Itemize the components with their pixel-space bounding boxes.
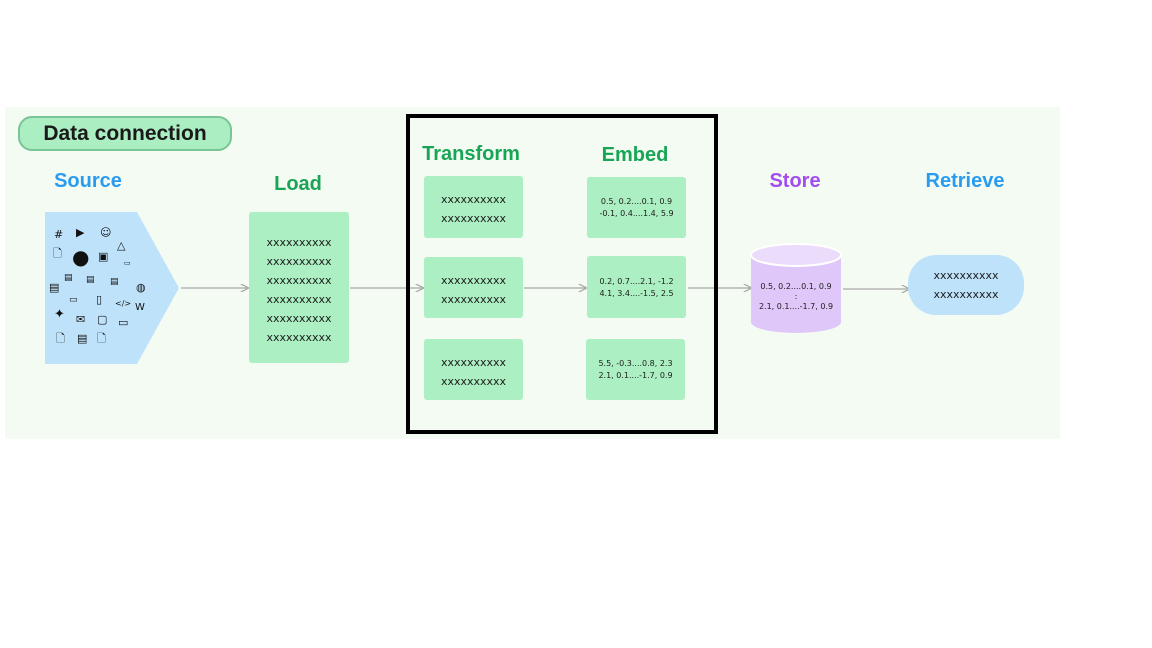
github-icon: ● (72, 245, 90, 269)
retrieve-shape (908, 255, 1024, 315)
email-icon: ✉ (76, 313, 86, 326)
badge-label: Data connection (43, 121, 207, 145)
store-line: 0.5, 0.2....0.1, 0.9 (760, 282, 832, 291)
embed-vector: 0.5, 0.2....0.1, 0.9 -0.1, 0.4....1.4, 5… (587, 177, 686, 238)
transform-chunk: xxxxxxxxxx xxxxxxxxxx (424, 339, 523, 400)
store-line: 2.1, 0.1....-1.7, 0.9 (758, 302, 834, 311)
file-icon-3: ▤ (77, 332, 88, 345)
chunk-line: xxxxxxxxxx (440, 212, 507, 225)
json-icon: ▯ (96, 293, 103, 306)
twitter-icon: ✦ (54, 307, 65, 322)
load-line: xxxxxxxxxx (266, 236, 332, 249)
load-line: xxxxxxxxxx (266, 255, 332, 268)
retrieve-line: xxxxxxxxxx (933, 269, 999, 282)
embed-vector: 0.2, 0.7....2.1, -1.2 4.1, 3.4....-1.5, … (587, 256, 686, 318)
csv-icon: ▭ (124, 259, 131, 267)
embed-title: Embed (601, 144, 669, 166)
file-icon: 🗋 (53, 247, 62, 260)
doc-icon: ▤ (86, 275, 95, 285)
youtube-icon: ▶ (76, 226, 85, 239)
retrieve-content: xxxxxxxxxx xxxxxxxxxx (908, 269, 1024, 301)
vector-line: -0.1, 0.4....1.4, 5.9 (599, 209, 674, 218)
source-title: Source (54, 170, 122, 192)
data-connection-badge: Data connection (18, 116, 232, 151)
vector-line: 0.2, 0.7....2.1, -1.2 (599, 277, 674, 286)
markdown-icon: ▭ (69, 295, 78, 305)
transform-title: Transform (422, 143, 520, 165)
web-icon: ◍ (136, 281, 146, 294)
chunk-line: xxxxxxxxxx (440, 274, 507, 287)
load-line: xxxxxxxxxx (266, 312, 332, 325)
embed-vector: 5.5, -0.3....0.8, 2.3 2.1, 0.1....-1.7, … (586, 339, 685, 400)
transform-chunk: xxxxxxxxxx xxxxxxxxxx (424, 176, 523, 238)
chunk-line: xxxxxxxxxx (440, 375, 507, 388)
load-line: xxxxxxxxxx (266, 274, 332, 287)
drive-icon: △ (117, 239, 126, 252)
load-title: Load (274, 173, 322, 195)
image-icon: ▣ (98, 250, 109, 263)
transform-embed-frame (406, 114, 718, 434)
vector-line: 4.1, 3.4....-1.5, 2.5 (599, 289, 674, 298)
source-shape (45, 212, 179, 364)
chunk-line: xxxxxxxxxx (440, 293, 507, 306)
retrieve-title: Retrieve (925, 170, 1005, 192)
file-icon-4: 🗋 (97, 332, 106, 345)
transform-chunk: xxxxxxxxxx xxxxxxxxxx (424, 257, 523, 318)
vector-line: 2.1, 0.1....-1.7, 0.9 (598, 371, 673, 380)
folder-icon: ▭ (118, 316, 129, 329)
vector-line: 0.5, 0.2....0.1, 0.9 (600, 197, 673, 206)
store-cylinder (751, 255, 841, 333)
txt-icon: ▤ (49, 281, 60, 294)
store-content: 0.5, 0.2....0.1, 0.9 : 2.1, 0.1....-1.7,… (751, 282, 841, 311)
html-icon: </> (115, 299, 132, 308)
diagram-panel (5, 107, 1060, 439)
store-cylinder-top (750, 243, 842, 267)
load-line: xxxxxxxxxx (266, 331, 332, 344)
pdf-icon: ▤ (64, 273, 73, 283)
discord-icon: ☺ (100, 226, 112, 239)
load-line: xxxxxxxxxx (266, 293, 332, 306)
file-icon-2: 🗋 (56, 332, 65, 345)
store-line: : (794, 292, 798, 301)
vector-line: 5.5, -0.3....0.8, 2.3 (598, 359, 673, 368)
notion-icon: ▢ (97, 313, 108, 326)
slack-icon: # (54, 228, 64, 241)
chunk-line: xxxxxxxxxx (440, 193, 507, 206)
wikipedia-icon: W (135, 302, 145, 313)
retrieve-line: xxxxxxxxxx (933, 288, 999, 301)
chunk-line: xxxxxxxxxx (440, 356, 507, 369)
ppt-icon: ▤ (110, 277, 119, 287)
load-document: xxxxxxxxxx xxxxxxxxxx xxxxxxxxxx xxxxxxx… (249, 212, 349, 363)
store-title: Store (769, 170, 821, 192)
